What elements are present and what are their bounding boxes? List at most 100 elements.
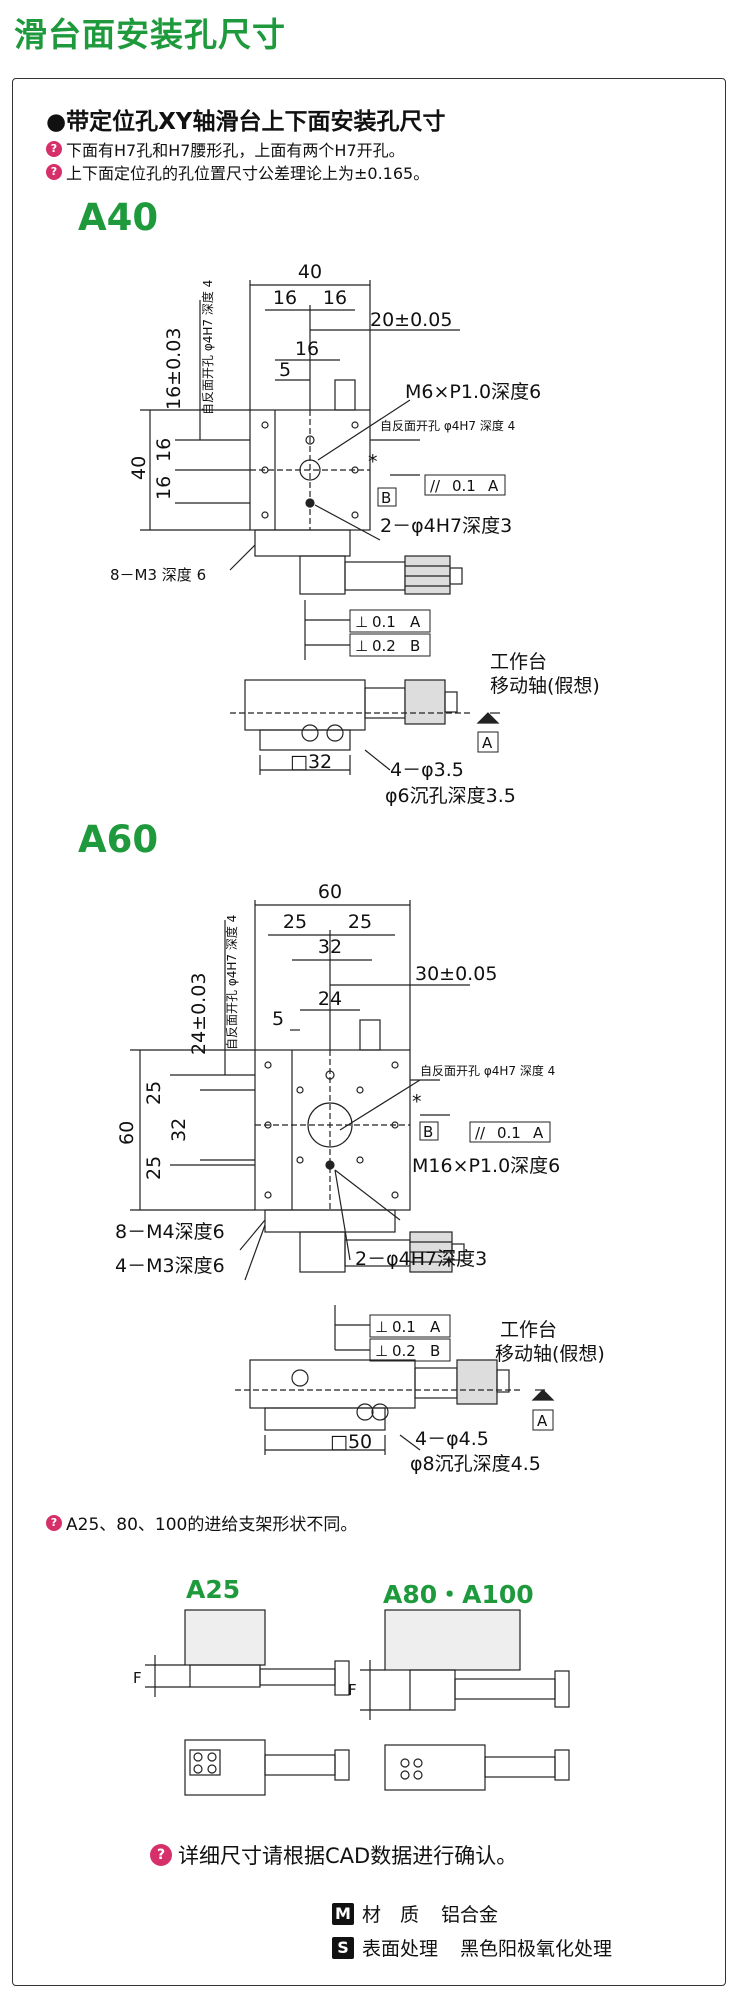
model-a60-label: A60 bbox=[78, 818, 159, 861]
a60-side-tap2: 4－M3深度6 bbox=[115, 1255, 225, 1277]
a60-dim-v25a: 25 bbox=[143, 1081, 165, 1105]
note-1: ?下面有H7孔和H7腰形孔，上面有两个H7开孔。 bbox=[46, 137, 405, 161]
a40-center-hole bbox=[299, 459, 321, 481]
note-2-text: 上下面定位孔的孔位置尺寸公差理论上为±0.165。 bbox=[66, 164, 430, 183]
a60-dim-w5: 5 bbox=[272, 1008, 284, 1030]
model-a25-label: A25 bbox=[186, 1575, 241, 1604]
a60-plate bbox=[254, 1049, 411, 1211]
a40-perp2-sym: ⊥ bbox=[355, 637, 368, 655]
a60-side-tap1: 8－M4深度6 bbox=[115, 1221, 225, 1243]
a60-dim-v24pm: 24±0.03 bbox=[188, 973, 210, 1055]
surface-label: 表面处理 bbox=[362, 1938, 439, 1960]
a40-datum-a: A bbox=[482, 734, 493, 752]
a40-thru: 4－φ3.5 bbox=[390, 759, 464, 781]
a40-table-label: 工作台 bbox=[490, 651, 547, 673]
surface-row: S 表面处理 黑色阳极氧化处理 bbox=[332, 1934, 612, 1961]
a40-par-sym: // bbox=[430, 477, 441, 495]
a40-micrometer-sleeve bbox=[344, 561, 406, 591]
a60-tap: M16×P1.0深度6 bbox=[412, 1155, 560, 1177]
f-label-right: F bbox=[348, 1681, 357, 1699]
a60-square: □50 bbox=[330, 1431, 372, 1453]
a60-dim-w60: 60 bbox=[318, 881, 342, 903]
f-label-left: F bbox=[133, 1669, 142, 1687]
material-icon: M bbox=[332, 1902, 354, 1925]
a40-back-hole: 自反面开孔 φ4H7 深度 4 bbox=[200, 280, 215, 415]
bracket-drawing: F F bbox=[133, 1609, 570, 1796]
a40-knob bbox=[334, 379, 356, 411]
a40-dim-w40: 40 bbox=[298, 261, 322, 283]
material-row: M 材 质 铝合金 bbox=[332, 1900, 498, 1927]
a60-center-hole bbox=[307, 1102, 353, 1148]
a40-par-ref: A bbox=[488, 477, 499, 495]
a40-perp1-sym: ⊥ bbox=[355, 613, 368, 631]
a60-side-base bbox=[264, 1407, 386, 1431]
a40-side-body bbox=[244, 679, 366, 731]
cad-confirm-text: 详细尺寸请根据CAD数据进行确认。 bbox=[178, 1844, 518, 1868]
bracket-note: ?A25、80、100的进给支架形状不同。 bbox=[46, 1510, 357, 1535]
a40-perp2-ref: B bbox=[410, 637, 420, 655]
a40-dim-v16pm: 16±0.03 bbox=[163, 328, 185, 410]
a60-side-end bbox=[496, 1369, 510, 1393]
a40-perp2-val: 0.2 bbox=[372, 637, 396, 655]
a40-bracket bbox=[299, 555, 346, 595]
a60-cbore: φ8沉孔深度4.5 bbox=[410, 1453, 541, 1475]
a40-par-val: 0.1 bbox=[452, 477, 476, 495]
a40-side-base bbox=[259, 729, 351, 751]
a60-perp1-val: 0.1 bbox=[392, 1318, 416, 1336]
a40-star: * bbox=[368, 451, 378, 473]
a40-square: □32 bbox=[290, 751, 332, 773]
a60-bracket bbox=[299, 1231, 346, 1273]
a40-side-end bbox=[444, 691, 458, 713]
a60-star: * bbox=[412, 1091, 422, 1113]
a60-dim-w24: 24 bbox=[318, 988, 342, 1010]
material-label: 材 质 bbox=[362, 1904, 420, 1926]
a40-dim-w16b: 16 bbox=[323, 287, 347, 309]
page-title: 滑台面安装孔尺寸 bbox=[14, 15, 286, 54]
a40-dim-v16b: 16 bbox=[153, 476, 175, 500]
note-2: ?上下面定位孔的孔位置尺寸公差理论上为±0.165。 bbox=[46, 160, 429, 184]
a60-dim-w25b: 25 bbox=[348, 911, 372, 933]
a40-tap: M6×P1.0深度6 bbox=[405, 381, 541, 403]
a40-micrometer-end bbox=[449, 567, 463, 585]
a60-datum-a: A bbox=[537, 1412, 548, 1430]
a60-perp1-ref: A bbox=[430, 1318, 441, 1336]
model-a80-a100-label: A80・A100 bbox=[383, 1580, 534, 1609]
a40-dim-w16c: 16 bbox=[295, 338, 319, 360]
a60-perp2-sym: ⊥ bbox=[375, 1342, 388, 1360]
a60-table-label: 工作台 bbox=[500, 1319, 557, 1341]
content-frame bbox=[12, 78, 726, 1986]
section-heading: ●带定位孔XY轴滑台上下面安装孔尺寸 bbox=[46, 109, 446, 135]
a40-drawing: 40 16 16 20±0.05 16 5 16±0.03 自反面开孔 φ4H7… bbox=[110, 261, 600, 807]
a60-thru: 4－φ4.5 bbox=[415, 1428, 489, 1450]
a60-dim-v25b: 25 bbox=[143, 1156, 165, 1180]
a40-dim-w5: 5 bbox=[279, 359, 291, 381]
a60-dim-w32: 32 bbox=[318, 936, 342, 958]
a60-par-ref: A bbox=[533, 1124, 544, 1142]
a60-side-thimble bbox=[456, 1359, 498, 1405]
model-a40-label: A40 bbox=[78, 196, 159, 239]
a40-pin: 2－φ4H7深度3 bbox=[380, 515, 512, 537]
a60-perp2-val: 0.2 bbox=[392, 1342, 416, 1360]
a60-drawing: 60 25 25 32 30±0.05 24 5 24±0.03 自反面开孔 φ… bbox=[115, 881, 605, 1475]
a40-dim-v40: 40 bbox=[128, 456, 150, 480]
a60-perp2-ref: B bbox=[430, 1342, 440, 1360]
a60-datum-b: B bbox=[423, 1123, 433, 1141]
a60-axis-label: 移动轴(假想) bbox=[495, 1343, 605, 1365]
tip-icon: ? bbox=[46, 141, 62, 157]
surface-icon: S bbox=[332, 1936, 354, 1959]
tip-icon: ? bbox=[150, 1844, 172, 1866]
note-1-text: 下面有H7孔和H7腰形孔，上面有两个H7开孔。 bbox=[66, 141, 405, 160]
a40-cbore: φ6沉孔深度3.5 bbox=[385, 785, 516, 807]
a60-back-hole: 自反面开孔 φ4H7 深度 4 bbox=[224, 915, 239, 1050]
a60-par-val: 0.1 bbox=[497, 1124, 521, 1142]
a60-perp1-sym: ⊥ bbox=[375, 1318, 388, 1336]
a60-knob bbox=[359, 1019, 381, 1051]
a40-side-tap: 8－M3 深度 6 bbox=[110, 566, 206, 584]
a60-dim-v32: 32 bbox=[168, 1118, 190, 1142]
a60-back-hole-2: 自反面开孔 φ4H7 深度 4 bbox=[420, 1063, 555, 1078]
material-value: 铝合金 bbox=[441, 1904, 499, 1926]
tip-icon: ? bbox=[46, 1514, 62, 1531]
surface-value: 黑色阳极氧化处理 bbox=[460, 1938, 613, 1960]
a60-side-sleeve bbox=[414, 1367, 458, 1399]
tip-icon: ? bbox=[46, 164, 62, 180]
